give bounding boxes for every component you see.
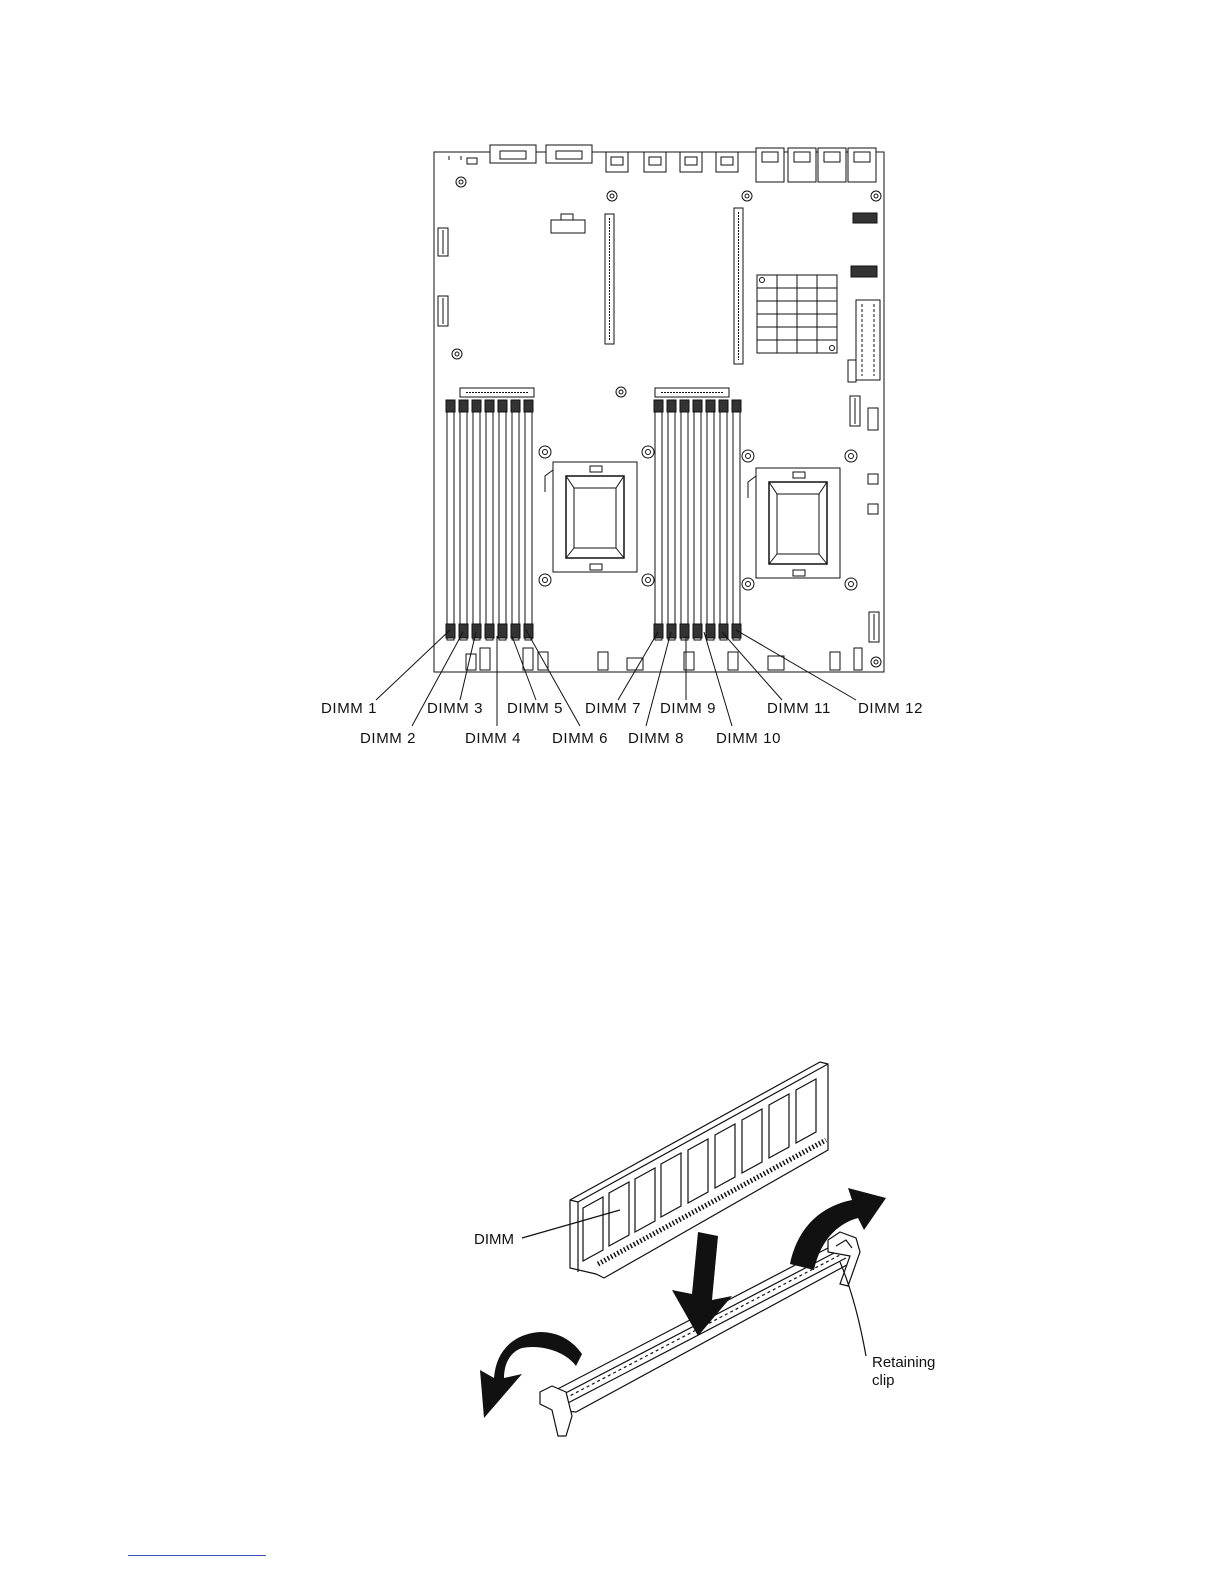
footer-link-underline xyxy=(128,1555,266,1556)
rotate-clip-down-arrow-icon xyxy=(480,1332,582,1418)
dimm-label-3: DIMM 3 xyxy=(427,700,483,717)
dimm-label-6: DIMM 6 xyxy=(552,730,608,747)
system-board-diagram xyxy=(0,0,1224,800)
dimm-label-5: DIMM 5 xyxy=(507,700,563,717)
dimm-label-10: DIMM 10 xyxy=(716,730,781,747)
dimm-label-8: DIMM 8 xyxy=(628,730,684,747)
dimm-label-7: DIMM 7 xyxy=(585,700,641,717)
retaining-clip xyxy=(828,1232,860,1286)
dimm-label-9: DIMM 9 xyxy=(660,700,716,717)
insert-down-arrow-icon xyxy=(672,1232,732,1336)
dimm-label-4: DIMM 4 xyxy=(465,730,521,747)
dimm-connector-slot xyxy=(540,1232,860,1436)
dimm-label-12: DIMM 12 xyxy=(858,700,923,717)
dimm-callout-label: DIMM xyxy=(474,1231,514,1249)
dimm-label-1: DIMM 1 xyxy=(321,700,377,717)
dimm-label-2: DIMM 2 xyxy=(360,730,416,747)
rotate-clip-up-arrow-icon xyxy=(790,1188,886,1270)
retaining-clip-label-line1: Retaining xyxy=(872,1354,935,1372)
dimm-module xyxy=(570,1062,828,1278)
retaining-clip-label-line2: clip xyxy=(872,1372,895,1390)
dimm-label-11: DIMM 11 xyxy=(767,700,831,717)
